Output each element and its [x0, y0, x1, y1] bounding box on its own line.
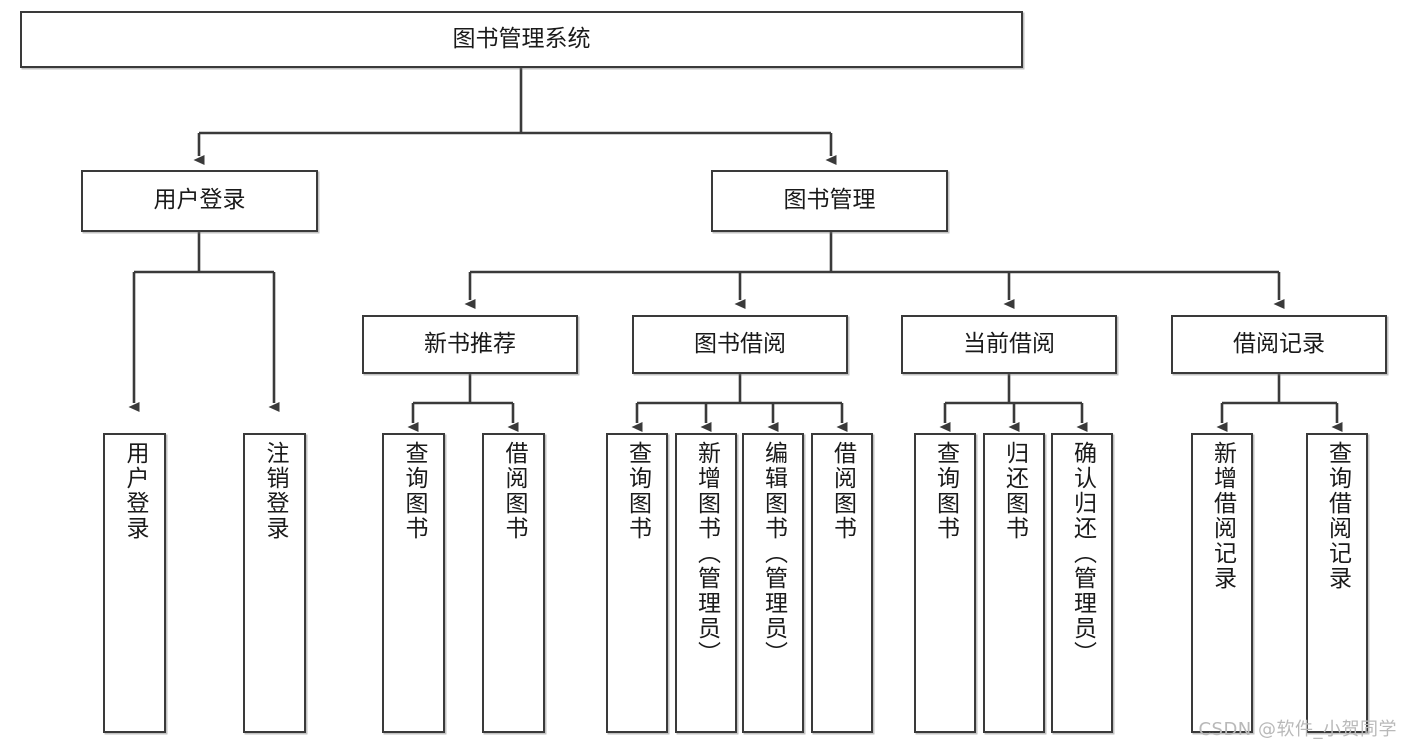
node-user-login-label: 用户登录	[153, 187, 246, 214]
node-user-login[interactable]: 用户登录	[81, 170, 318, 232]
leaf-borrow-book-borrow[interactable]: 借阅图书	[811, 433, 873, 733]
leaf-edit-book-admin[interactable]: 编辑图书（管理员）	[742, 433, 804, 733]
leaf-logout-label: 注销登录	[262, 441, 288, 541]
watermark: CSDN @软件_小贺同学	[1198, 719, 1397, 740]
leaf-query-book-newbook-label: 查询图书	[401, 441, 427, 541]
leaf-return-book[interactable]: 归还图书	[983, 433, 1045, 733]
leaf-query-borrow-record[interactable]: 查询借阅记录	[1306, 433, 1368, 733]
leaf-add-borrow-record[interactable]: 新增借阅记录	[1191, 433, 1253, 733]
node-root[interactable]: 图书管理系统	[20, 11, 1023, 68]
leaf-logout[interactable]: 注销登录	[243, 433, 306, 733]
node-root-label: 图书管理系统	[452, 25, 591, 52]
leaf-confirm-return-admin[interactable]: 确认归还（管理员）	[1051, 433, 1113, 733]
node-borrow-records[interactable]: 借阅记录	[1171, 315, 1387, 374]
node-book-borrow[interactable]: 图书借阅	[632, 315, 848, 374]
node-book-borrow-label: 图书借阅	[694, 330, 786, 357]
leaf-query-book-current[interactable]: 查询图书	[914, 433, 976, 733]
leaf-add-book-admin-label: 新增图书（管理员）	[693, 441, 720, 666]
leaf-query-book-newbook[interactable]: 查询图书	[382, 433, 445, 733]
leaf-query-borrow-record-label: 查询借阅记录	[1324, 441, 1351, 591]
leaf-borrow-book-newbook[interactable]: 借阅图书	[482, 433, 545, 733]
leaf-confirm-return-admin-label: 确认归还（管理员）	[1069, 441, 1096, 666]
node-borrow-records-label: 借阅记录	[1233, 330, 1325, 357]
node-new-book-recommend[interactable]: 新书推荐	[362, 315, 578, 374]
leaf-user-login-label: 用户登录	[122, 441, 148, 541]
node-book-management[interactable]: 图书管理	[711, 170, 948, 232]
leaf-edit-book-admin-label: 编辑图书（管理员）	[760, 441, 787, 666]
node-current-borrow[interactable]: 当前借阅	[901, 315, 1117, 374]
leaf-borrow-book-borrow-label: 借阅图书	[829, 441, 856, 541]
node-current-borrow-label: 当前借阅	[963, 330, 1055, 357]
leaf-return-book-label: 归还图书	[1001, 441, 1028, 541]
node-book-management-label: 图书管理	[783, 187, 876, 214]
leaf-add-book-admin[interactable]: 新增图书（管理员）	[675, 433, 737, 733]
node-new-book-recommend-label: 新书推荐	[424, 330, 516, 357]
leaf-borrow-book-newbook-label: 借阅图书	[501, 441, 527, 541]
leaf-user-login[interactable]: 用户登录	[103, 433, 166, 733]
leaf-query-book-borrow[interactable]: 查询图书	[606, 433, 668, 733]
leaf-add-borrow-record-label: 新增借阅记录	[1209, 441, 1236, 591]
leaf-query-book-current-label: 查询图书	[932, 441, 959, 541]
leaf-query-book-borrow-label: 查询图书	[624, 441, 651, 541]
